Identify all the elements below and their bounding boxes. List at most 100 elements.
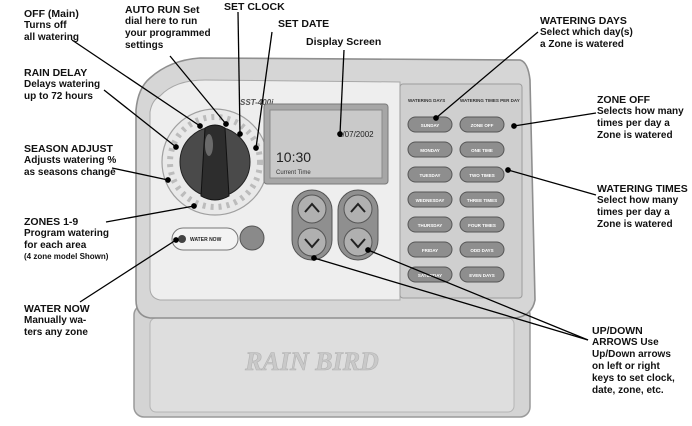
leader-set-date (255, 31, 273, 149)
callout-title: Display Screen (306, 36, 382, 48)
callout-display-screen: Display Screen (306, 36, 381, 48)
dial-knob-highlight (205, 134, 213, 156)
callout-title: ZONES 1-9 (24, 216, 79, 228)
callout-title: ZONE OFF (597, 94, 651, 106)
day-button-2[interactable] (407, 166, 453, 183)
callout-desc: times per day a (597, 207, 670, 219)
time-button-label: ZONE OFF (471, 123, 494, 128)
leader-updown-a (313, 257, 589, 341)
callout-title: WATERING TIMES (597, 183, 688, 195)
arrowhead-watering-days (433, 115, 439, 121)
callout-desc: Zone is watered (597, 129, 673, 141)
callout-desc: as seasons change (24, 167, 116, 179)
callout-sub: (4 zone model Shown) (24, 251, 109, 261)
right-down-arrow-key[interactable] (343, 227, 373, 257)
dial-label-ring (167, 114, 263, 210)
day-button-label: SUNDAY (421, 123, 440, 128)
callout-desc: Turns off (24, 20, 67, 32)
callout-desc: all watering (24, 32, 80, 44)
callout-desc: ters any zone (24, 327, 88, 339)
left-up-arrow-key[interactable] (297, 194, 327, 224)
right-up-arrow-icon (350, 202, 366, 213)
arrowhead-updown-b (365, 247, 371, 253)
callout-desc: for each area (24, 240, 87, 252)
callout-title: UP/DOWN (592, 325, 643, 337)
callout-desc: Manually wa- (24, 315, 87, 327)
arrowhead-off-main (197, 123, 203, 129)
time-button-3[interactable] (459, 191, 505, 208)
left-down-arrow-icon (304, 238, 320, 249)
day-button-0[interactable] (407, 116, 453, 133)
callout-title: WATERING DAYS (540, 15, 627, 27)
callout-rain-delay: RAIN DELAY Delays watering up to 72 hour… (24, 67, 100, 103)
callout-updown: UP/DOWN ARROWS Use Up/Down arrows on lef… (592, 325, 675, 396)
day-button-1[interactable] (407, 141, 453, 158)
time-button-label: FOUR TIMES (468, 223, 496, 228)
callout-title: RAIN DELAY (24, 67, 88, 79)
callout-title: WATER NOW (24, 303, 90, 315)
callout-desc: Selects how many (597, 106, 684, 118)
left-arrow-keys[interactable] (291, 189, 333, 261)
time-button-6[interactable] (459, 266, 505, 283)
callout-desc: date, zone, etc. (592, 384, 664, 396)
callout-desc: Up/Down arrows (592, 349, 671, 361)
callout-set-clock: SET CLOCK (224, 1, 285, 13)
water-now-plate-label: WATER NOW (190, 237, 222, 243)
day-button-5[interactable] (407, 241, 453, 258)
callout-title: AUTO RUN Set (125, 4, 200, 16)
leader-watering-days (435, 31, 539, 119)
time-button-label: ODD DAYS (470, 248, 493, 253)
leader-updown-b (367, 249, 589, 341)
callout-desc: up to 72 hours (24, 91, 93, 103)
day-button-4[interactable] (407, 216, 453, 233)
callout-zone-off: ZONE OFF Selects how many times per day … (597, 94, 684, 142)
arrowhead-zone-off (511, 123, 517, 129)
callout-watering-times: WATERING TIMES Select how many times per… (597, 183, 688, 231)
time-button-5[interactable] (459, 241, 505, 258)
arrowhead-set-date (253, 145, 259, 151)
day-button-label: WEDNESDAY (416, 198, 445, 203)
day-button-label: TUESDAY (419, 173, 440, 178)
brand-logo: RAIN BIRD (244, 347, 379, 376)
callout-set-date: SET DATE (278, 18, 329, 30)
time-button-label: THREE TIMES (467, 198, 497, 203)
right-down-arrow-icon (350, 238, 366, 249)
callout-zones: ZONES 1-9 Program watering for each area… (24, 216, 109, 261)
time-button-0[interactable] (459, 116, 505, 133)
leader-rain-delay (103, 89, 177, 148)
leader-zone-off (513, 112, 597, 127)
right-arrow-keys[interactable] (337, 189, 379, 261)
col-header-times: WATERING TIMES PER DAY (460, 98, 520, 103)
callout-title: SET DATE (278, 18, 330, 30)
left-down-arrow-key[interactable] (297, 227, 327, 257)
arrowhead-water-now (173, 237, 179, 243)
time-button-1[interactable] (459, 141, 505, 158)
lcd-time: 10:30 (276, 149, 311, 165)
water-now-button[interactable] (239, 225, 265, 251)
right-up-arrow-key[interactable] (343, 194, 373, 224)
day-button-label: MONDAY (420, 148, 440, 153)
time-button-label: ONE TIME (471, 148, 493, 153)
dial-knob-grip[interactable] (200, 124, 230, 201)
day-button-3[interactable] (407, 191, 453, 208)
time-button-4[interactable] (459, 216, 505, 233)
arrowhead-season-adjust (165, 177, 171, 183)
leader-watering-times (507, 169, 597, 196)
watering-days-buttons: SUNDAYMONDAYTUESDAYWEDNESDAYTHURSDAYFRID… (407, 116, 453, 283)
callout-desc: settings (125, 39, 164, 51)
time-button-2[interactable] (459, 166, 505, 183)
callout-water-now: WATER NOW Manually wa- ters any zone (24, 303, 90, 339)
callout-desc: on left or right (592, 360, 660, 372)
callout-title: SEASON ADJUST (24, 143, 113, 155)
leader-display (339, 49, 345, 135)
water-now-plate (171, 227, 239, 251)
arrowhead-set-clock (237, 131, 243, 137)
callout-desc: ARROWS Use (592, 337, 659, 349)
callout-desc: Adjusts watering % (24, 155, 117, 167)
lcd-date: 1/07/2002 (338, 130, 374, 139)
callout-watering-days: WATERING DAYS Select which day(s) a Zone… (540, 15, 633, 51)
callout-desc: dial here to run (125, 16, 198, 28)
